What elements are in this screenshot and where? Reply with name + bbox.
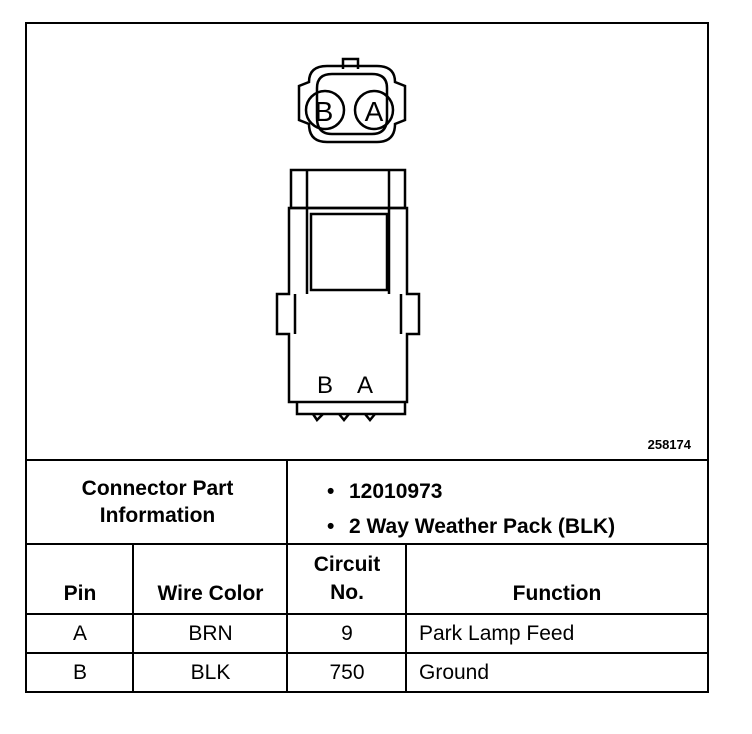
connector-part-number: •12010973 bbox=[327, 480, 443, 503]
connector-part-info-list: •12010973 •2 Way Weather Pack (BLK) bbox=[327, 474, 615, 544]
connector-part-info-label: Connector Part Information bbox=[81, 477, 234, 527]
side-view-pin-label-a: A bbox=[357, 372, 373, 399]
row-a-border bbox=[27, 652, 707, 654]
info-row-border bbox=[27, 543, 707, 545]
connector-side-view bbox=[275, 168, 421, 422]
row-a-pin: A bbox=[72, 621, 87, 645]
row-b-wire-color: BLK bbox=[190, 660, 231, 684]
row-a-circuit: 9 bbox=[341, 621, 353, 645]
side-view-pin-label-b: B bbox=[317, 372, 333, 399]
header-pin: Pin bbox=[63, 582, 97, 605]
end-view-pin-label-a: A bbox=[365, 96, 384, 127]
row-a-function: Park Lamp Feed bbox=[419, 621, 575, 645]
row-b-function: Ground bbox=[419, 660, 490, 684]
column-divider-2 bbox=[405, 543, 407, 691]
row-a-wire-color: BRN bbox=[188, 621, 233, 645]
row-b-pin: B bbox=[72, 660, 87, 684]
header-wire-color: Wire Color bbox=[157, 582, 264, 605]
header-function: Function bbox=[512, 582, 602, 605]
connector-diagram-frame: B A B A 258174 Connector Part Informatio… bbox=[25, 22, 709, 693]
pin-cavity-b bbox=[304, 89, 346, 131]
row-b-circuit: 750 bbox=[329, 660, 365, 684]
header-circuit-no: Circuit No. bbox=[313, 553, 381, 604]
end-view-pin-label-b: B bbox=[315, 96, 334, 127]
connector-drawing: B A B A bbox=[275, 57, 421, 422]
pin-cavity-a bbox=[353, 89, 395, 131]
header-row-border bbox=[27, 613, 707, 615]
column-divider-0 bbox=[132, 543, 134, 691]
connector-type: •2 Way Weather Pack (BLK) bbox=[327, 515, 616, 538]
table-top-border bbox=[27, 459, 707, 461]
connector-end-view bbox=[297, 57, 407, 144]
column-divider-1 bbox=[286, 459, 288, 691]
figure-number: 258174 bbox=[647, 437, 691, 452]
